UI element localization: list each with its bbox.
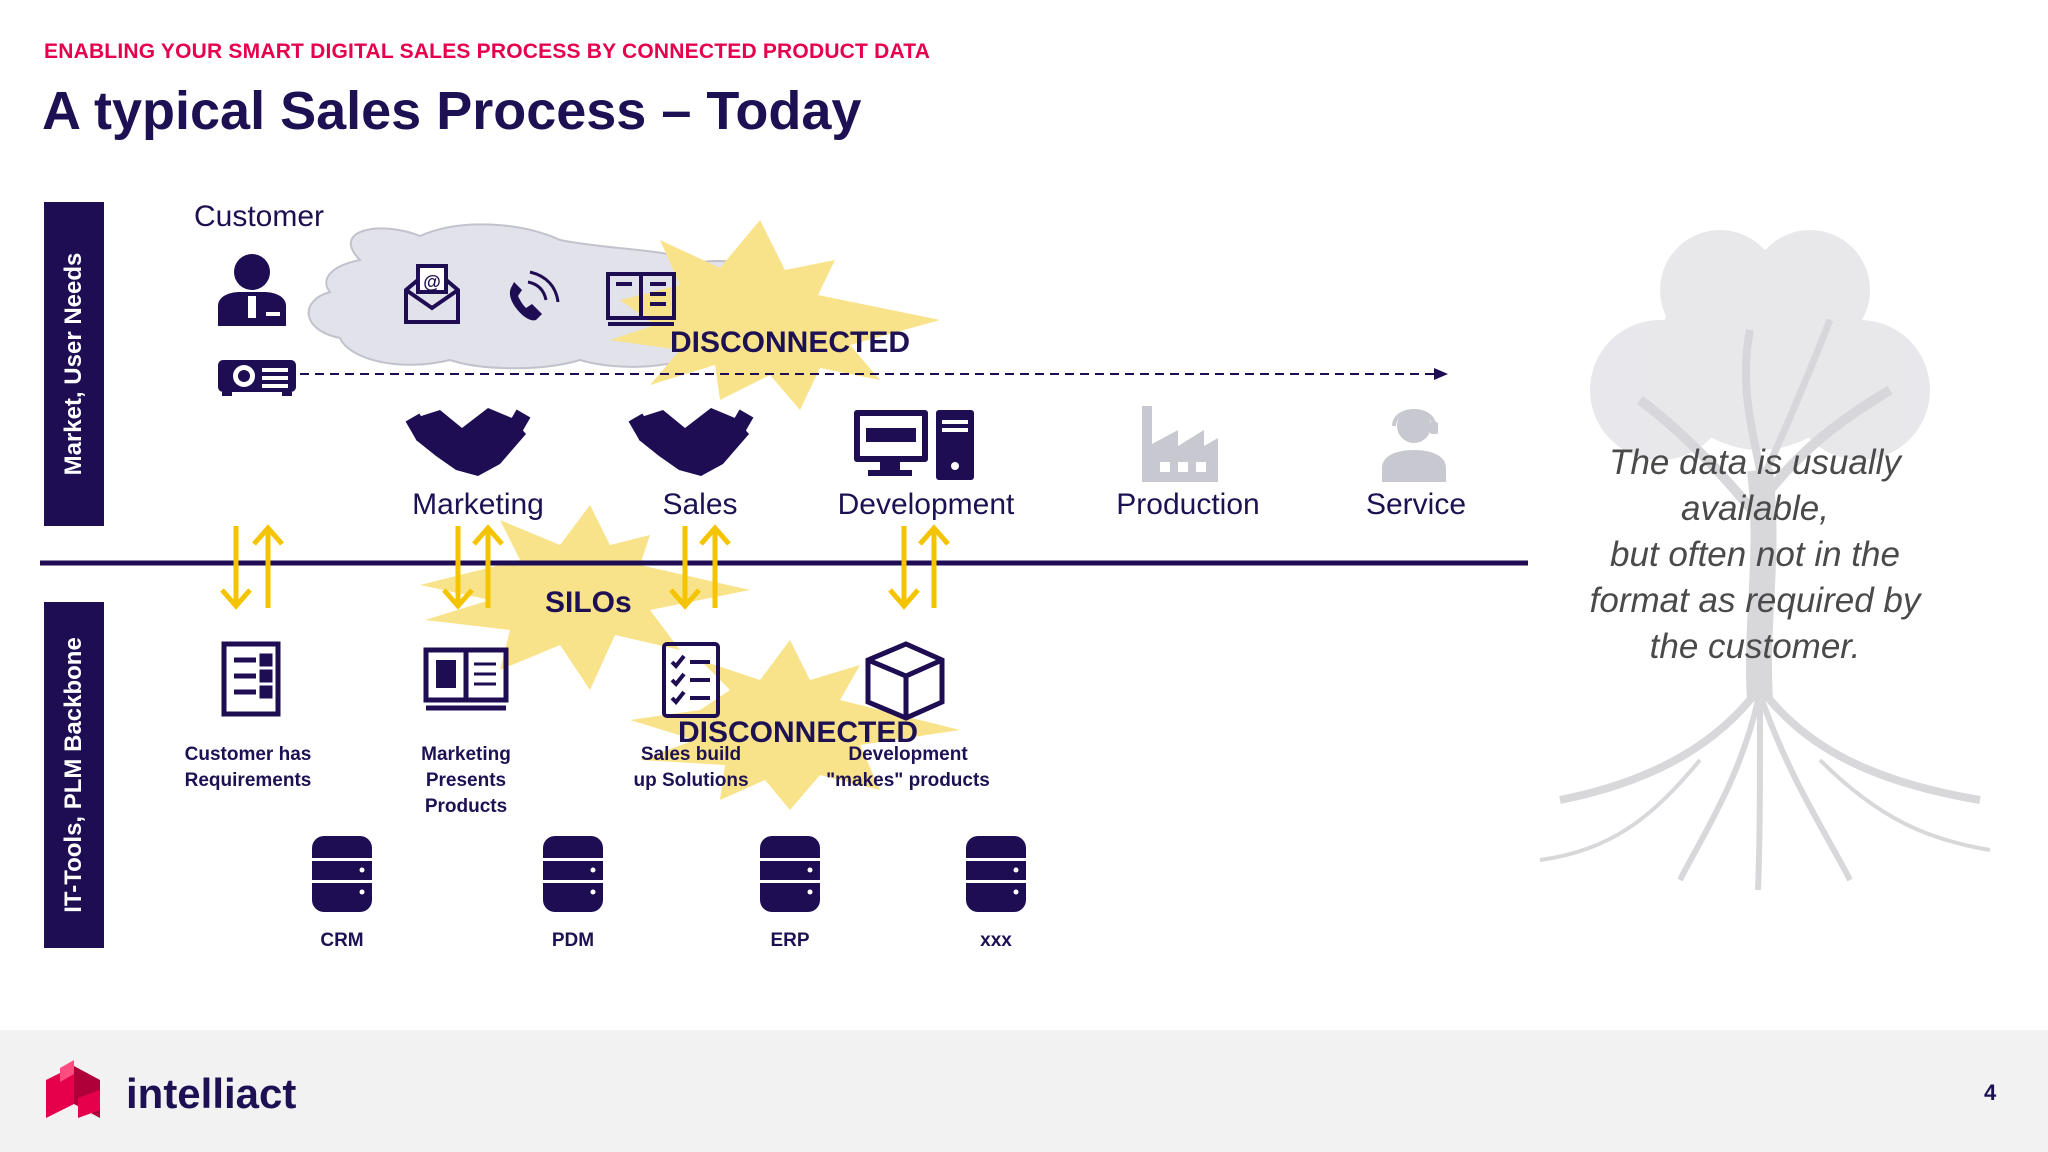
db-label-xxx: xxx	[980, 930, 1012, 951]
tool-label-development: Development "makes" products	[826, 744, 990, 791]
phone-icon	[509, 270, 560, 321]
page-title: A typical Sales Process – Today	[42, 81, 862, 141]
svg-text:@: @	[423, 272, 441, 292]
disconnected-burst-bottom	[630, 640, 960, 810]
tool-label-sales: Sales build up Solutions	[633, 744, 749, 791]
intelliact-logo-text: intelliact	[126, 1070, 297, 1117]
tool-label-customer: Customer has Requirements	[184, 744, 312, 791]
tool-label-marketing: Marketing Presents Products	[421, 744, 511, 817]
disconnected-burst-top	[610, 220, 940, 410]
kicker-heading: ENABLING YOUR SMART DIGITAL SALES PROCES…	[44, 40, 931, 63]
quote-text: The data is usually available, but often…	[1589, 443, 1921, 666]
sidebar-it-tools: IT-Tools, PLM Backbone	[44, 602, 104, 948]
sales-handshake-icon	[628, 408, 754, 476]
database-icon-crm	[312, 836, 372, 912]
arrow-pair-customer	[220, 524, 284, 610]
arrow-pair-development	[888, 524, 950, 610]
service-headset-icon	[1382, 409, 1446, 482]
stage-production: Production	[1116, 488, 1260, 521]
tree-foliage	[1590, 230, 1930, 460]
catalog-icon	[606, 272, 676, 326]
page-number: 4	[1984, 1080, 1997, 1105]
database-icon-pdm	[543, 836, 603, 912]
customer-label: Customer	[194, 200, 325, 233]
db-label-pdm: PDM	[551, 930, 595, 951]
footer-bar	[0, 1030, 2048, 1152]
sidebar-market: Market, User Needs	[44, 202, 104, 526]
disconnected-label-top: DISCONNECTED	[670, 326, 911, 359]
sync-arrows	[220, 524, 950, 610]
arrow-pair-sales	[669, 524, 731, 610]
email-icon: @	[404, 264, 460, 324]
sales-checklist-icon	[662, 642, 720, 718]
timeline-arrowhead-icon	[1434, 368, 1448, 380]
marketing-handshake-icon	[405, 408, 531, 476]
development-cube-icon	[865, 641, 945, 721]
production-factory-icon	[1142, 406, 1218, 482]
db-label-crm: CRM	[320, 930, 364, 951]
stage-sales: Sales	[662, 488, 738, 521]
stage-service: Service	[1365, 488, 1467, 521]
database-icon-erp	[760, 836, 820, 912]
projector-icon	[218, 360, 296, 396]
stage-marketing: Marketing	[412, 488, 544, 521]
db-label-erp: ERP	[770, 930, 810, 951]
disconnected-label-bottom: DISCONNECTED	[678, 716, 919, 749]
marketing-book-icon	[423, 647, 509, 711]
database-icon-xxx	[966, 836, 1026, 912]
stage-development: Development	[837, 488, 1015, 521]
requirements-document-icon	[221, 641, 281, 717]
customer-person-icon	[218, 254, 286, 326]
development-computer-icon	[854, 410, 974, 480]
arrow-pair-marketing	[442, 524, 504, 610]
silos-label: SILOs	[545, 586, 632, 619]
